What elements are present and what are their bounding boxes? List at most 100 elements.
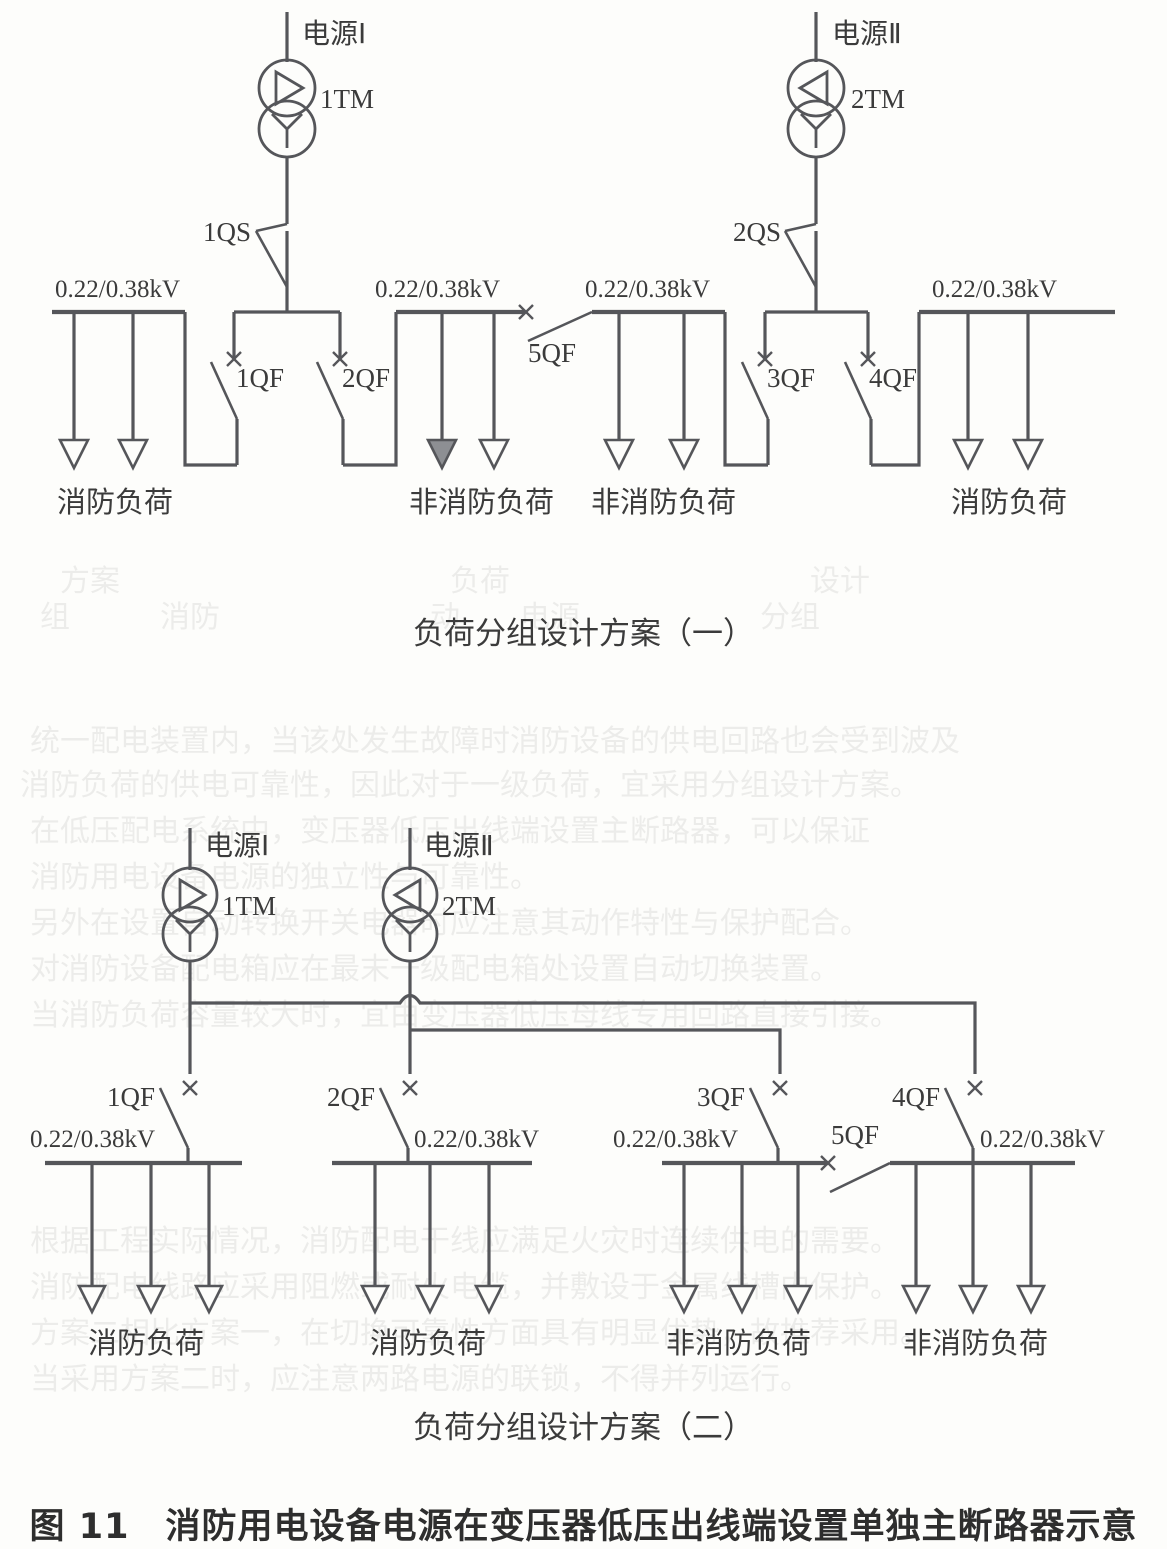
- source-2-label: 电源Ⅱ: [424, 829, 494, 862]
- load-arrow-open: [951, 438, 985, 471]
- delta-winding-triangle: [797, 69, 829, 107]
- bus-2-group: [396, 309, 525, 471]
- wye-winding: [271, 113, 303, 148]
- load-arrow-open: [193, 1284, 225, 1315]
- breaker-2qf-label: 2QF: [342, 363, 391, 393]
- source-1-distribution-bus-with-hop: [190, 993, 977, 1074]
- load-arrow-open: [116, 438, 150, 471]
- load-arrow-open: [477, 438, 511, 471]
- source-2-distribution-bus: [410, 1028, 782, 1074]
- breaker-1qf-blade: [209, 361, 239, 420]
- breaker-4qf-symbol: [843, 351, 876, 465]
- scheme-one-caption: 负荷分组设计方案（一）: [413, 616, 754, 652]
- bus-3-voltage-label: 0.22/0.38kV: [585, 276, 710, 303]
- breaker-4qf-blade: [943, 1087, 975, 1149]
- tie-breaker-5qf-blade: [527, 310, 593, 343]
- delta-winding-triangle: [392, 877, 422, 913]
- breaker-3qf-label: 3QF: [767, 363, 816, 393]
- tie-breaker-5qf-label: 5QF: [831, 1120, 880, 1150]
- bus-3-to-breaker-link: [723, 312, 768, 467]
- breaker-1qf-symbol: [209, 351, 242, 465]
- bus-1-load-label: 消防负荷: [88, 1326, 205, 1360]
- bus-1-to-breaker-link: [183, 312, 237, 467]
- bus-4-group: [919, 309, 1115, 471]
- transformer-1tm-symbol: [257, 58, 317, 159]
- breaker-1qf-2qf-bracket: [209, 310, 398, 467]
- transformer-2tm-symbol: [381, 866, 439, 963]
- bus-4-voltage-label: 0.22/0.38kV: [932, 276, 1057, 303]
- load-arrow-open: [135, 1284, 167, 1315]
- breaker-2qf-to-bus-2-link: [343, 312, 398, 467]
- breaker-4qf-symbol: [943, 1080, 983, 1163]
- wye-winding: [175, 919, 205, 952]
- breaker-3qf-blade: [740, 361, 770, 420]
- source-1-label: 电源Ⅰ: [302, 17, 367, 50]
- breaker-4qf-label: 4QF: [892, 1082, 941, 1112]
- scheme-two-caption: 负荷分组设计方案（二）: [413, 1410, 754, 1446]
- disconnector-2qs-symbol: [783, 222, 818, 312]
- breaker-2qf-symbol: [315, 351, 348, 465]
- load-arrow-open: [668, 1284, 700, 1315]
- source-1-branch: [161, 828, 219, 1074]
- breaker-2qf-label: 2QF: [327, 1082, 376, 1112]
- disconnector-1qs-symbol: [254, 222, 289, 312]
- breaker-1qf-label: 1QF: [107, 1082, 156, 1112]
- breaker-3qf-4qf-bracket: [740, 310, 921, 467]
- bus-3-voltage-label: 0.22/0.38kV: [613, 1126, 738, 1153]
- wye-winding: [800, 113, 832, 148]
- source-1-branch: [254, 12, 317, 312]
- scheme-two-group: [45, 828, 1075, 1315]
- breaker-1qf-blade: [158, 1087, 190, 1149]
- load-arrow-open: [414, 1284, 446, 1315]
- tie-breaker-5qf-symbol: [518, 304, 593, 343]
- bus-1-group: [45, 1160, 242, 1315]
- disconnector-1qs-label: 1QS: [203, 217, 252, 247]
- bus-1-voltage-label: 0.22/0.38kV: [55, 276, 180, 303]
- bus-4-voltage-label: 0.22/0.38kV: [980, 1126, 1105, 1153]
- source-1-label: 电源Ⅰ: [205, 829, 270, 862]
- breaker-1qf-label: 1QF: [236, 363, 285, 393]
- bus-3-group: [662, 1160, 828, 1315]
- breaker-3qf-label: 3QF: [697, 1082, 746, 1112]
- transformer-2tm-label: 2TM: [851, 84, 905, 114]
- bus-2-voltage-label: 0.22/0.38kV: [375, 276, 500, 303]
- breaker-4qf-label: 4QF: [869, 363, 918, 393]
- load-arrow-solid: [425, 438, 459, 471]
- transformer-1tm-label: 1TM: [222, 891, 276, 921]
- delta-winding-triangle: [178, 877, 208, 913]
- tie-breaker-5qf-blade: [829, 1161, 891, 1194]
- load-arrow-open: [76, 1284, 108, 1315]
- bus-4-group: [890, 1160, 1075, 1315]
- bus-3-group: [592, 309, 768, 471]
- load-arrow-open: [667, 438, 701, 471]
- load-arrow-open: [473, 1284, 505, 1315]
- load-arrow-open: [359, 1284, 391, 1315]
- breaker-3qf-blade: [748, 1087, 780, 1149]
- tie-breaker-5qf-symbol: [820, 1155, 891, 1194]
- load-arrow-open: [782, 1284, 814, 1315]
- load-arrow-open: [957, 1284, 989, 1315]
- figure-caption: 图 11 消防用电设备电源在变压器低压出线端设置单独主断路器示意: [29, 1507, 1138, 1547]
- bus-2-voltage-label: 0.22/0.38kV: [414, 1126, 539, 1153]
- bus-2-load-label: 非消防负荷: [409, 485, 555, 519]
- bus-3-load-label: 非消防负荷: [591, 485, 737, 519]
- wye-winding: [395, 919, 425, 952]
- breaker-3qf-symbol: [740, 351, 773, 465]
- source-2-branch: [381, 828, 439, 1074]
- bus-1-group: [52, 309, 237, 471]
- transformer-1tm-label: 1TM: [320, 84, 374, 114]
- bus-4-load-label: 非消防负荷: [903, 1326, 1049, 1360]
- load-arrow-open: [57, 438, 91, 471]
- load-arrow-open: [726, 1284, 758, 1315]
- source-2-branch: [783, 12, 846, 312]
- load-arrow-open: [1015, 1284, 1047, 1315]
- breaker-4qf-to-bus-4-link: [871, 312, 921, 467]
- breaker-2qf-blade: [378, 1087, 410, 1149]
- bus-4-load-label: 消防负荷: [951, 485, 1068, 519]
- breaker-2qf-blade: [315, 361, 345, 420]
- breaker-1qf-symbol: [158, 1080, 198, 1163]
- breaker-3qf-symbol: [748, 1080, 788, 1163]
- bus-2-load-label: 消防负荷: [370, 1326, 487, 1360]
- load-arrow-open: [1011, 438, 1045, 471]
